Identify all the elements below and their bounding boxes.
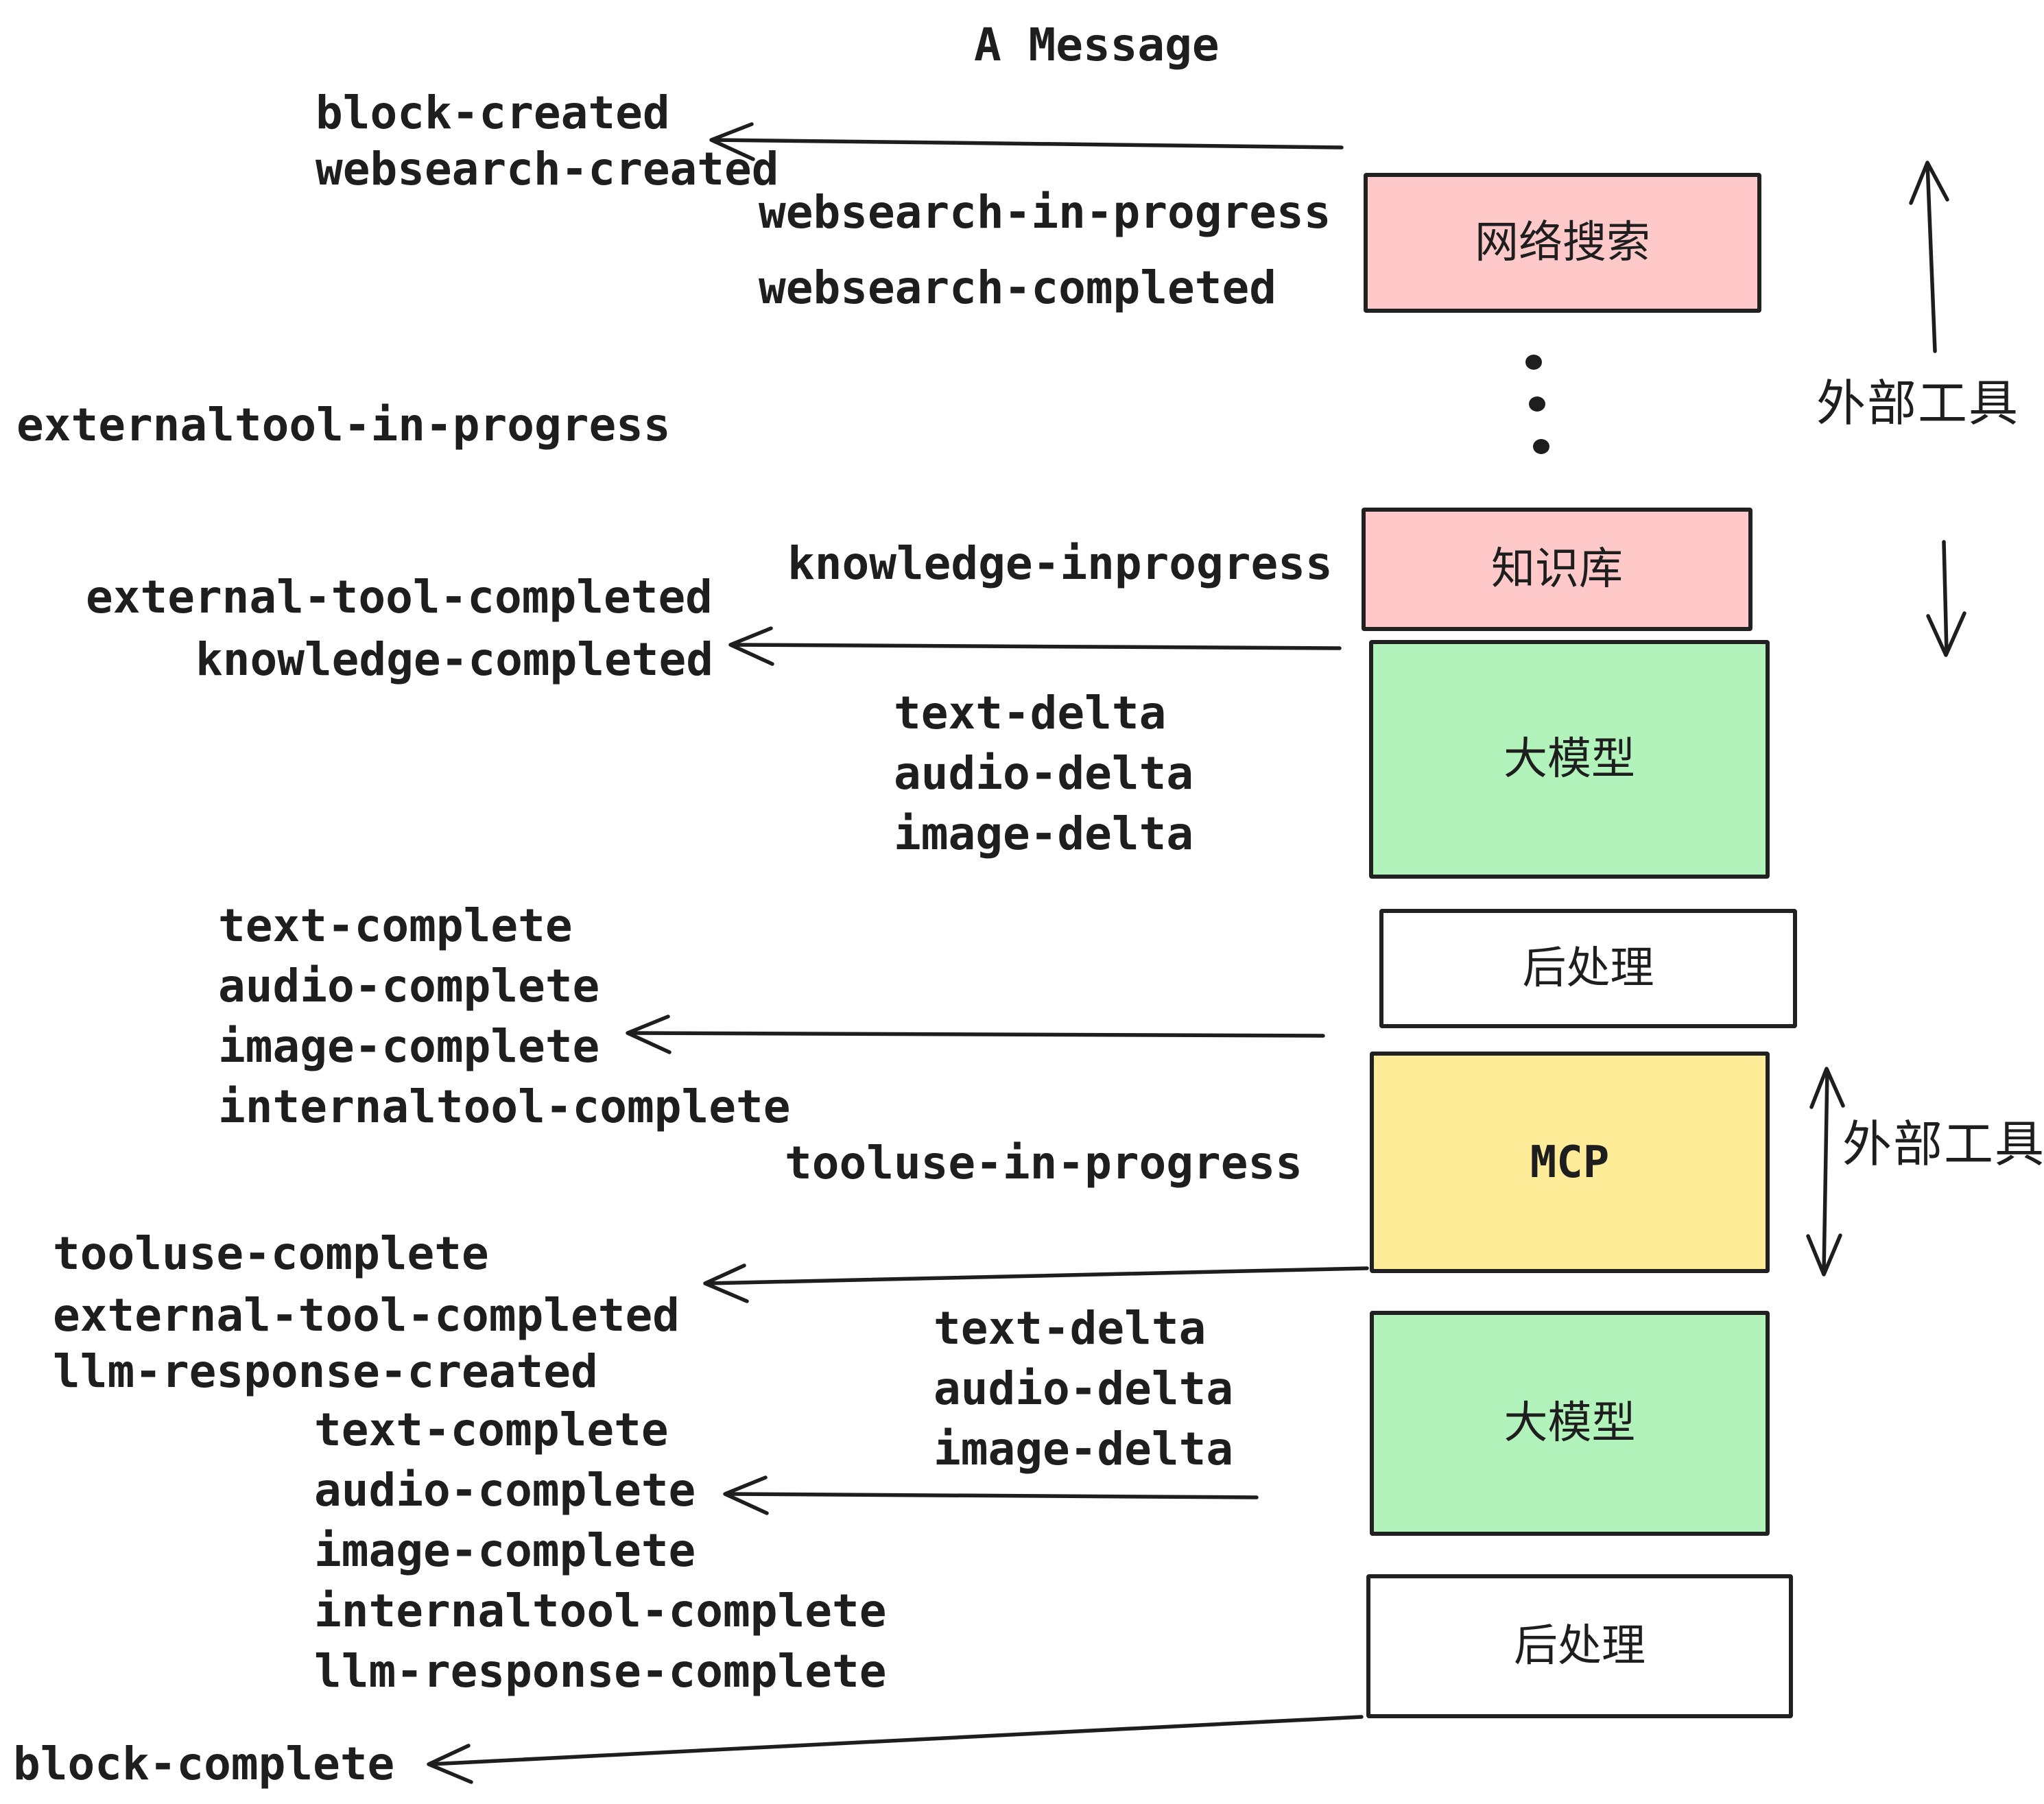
arrow-knowledge-completed [728, 626, 1342, 666]
ellipsis-dots [1525, 355, 1549, 454]
event-llm-response-created: llm-response-created [53, 1345, 598, 1398]
node-postprocess-1: 后处理 [1379, 909, 1797, 1028]
node-websearch-label: 网络搜索 [1475, 217, 1650, 268]
node-postprocess-2: 后处理 [1366, 1574, 1793, 1718]
node-knowledge: 知识库 [1362, 508, 1752, 631]
event-knowledge-inprogress: knowledge-inprogress [787, 537, 1333, 590]
event-websearch-in-progress: websearch-in-progress [759, 186, 1331, 239]
node-mcp: MCP [1370, 1052, 1770, 1273]
node-llm-1: 大模型 [1369, 640, 1770, 879]
node-llm-1-label: 大模型 [1504, 734, 1635, 785]
event-audio-complete-2: audio-complete [314, 1464, 696, 1517]
event-text-complete-1: text-complete [218, 899, 573, 952]
event-internaltool-complete-2: internaltool-complete [314, 1585, 887, 1637]
arrow-complete-1 [626, 1014, 1325, 1054]
event-block-created: block-created [316, 86, 670, 139]
event-websearch-created: websearch-created [316, 143, 779, 195]
external-tool-arrow-mid [1806, 1067, 1845, 1277]
event-audio-delta-2: audio-delta [934, 1362, 1234, 1415]
event-audio-delta-1: audio-delta [894, 747, 1194, 800]
event-internaltool-complete-1: internaltool-complete [218, 1080, 791, 1133]
external-tool-label-top: 外部工具 [1816, 375, 2020, 432]
event-llm-response-complete: llm-response-complete [314, 1645, 887, 1698]
event-image-delta-1: image-delta [894, 807, 1194, 860]
event-tooluse-complete: tooluse-complete [53, 1227, 489, 1280]
external-tool-label-mid: 外部工具 [1842, 1115, 2044, 1173]
event-image-delta-2: image-delta [934, 1423, 1234, 1475]
arrow-block-complete [427, 1715, 1364, 1784]
event-knowledge-completed: knowledge-completed [195, 633, 713, 686]
event-image-complete-2: image-complete [314, 1524, 696, 1577]
event-text-delta-1: text-delta [894, 687, 1167, 739]
node-postprocess-1-label: 后处理 [1522, 943, 1654, 994]
event-block-complete: block-complete [13, 1737, 395, 1790]
event-text-delta-2: text-delta [934, 1302, 1207, 1355]
node-postprocess-2-label: 后处理 [1514, 1621, 1645, 1672]
arrow-block-created [709, 122, 1344, 161]
arrow-tooluse-complete [703, 1263, 1369, 1303]
event-text-complete-2: text-complete [314, 1403, 669, 1456]
arrow-complete-2 [723, 1475, 1259, 1515]
diagram-title: A Message [974, 19, 1220, 71]
event-group-delta-2: text-delta audio-delta image-delta [934, 1298, 1233, 1480]
node-knowledge-label: 知识库 [1491, 544, 1623, 595]
event-group-delta-1: text-delta audio-delta image-delta [894, 683, 1193, 864]
event-group-complete-1: text-complete audio-complete image-compl… [218, 896, 790, 1137]
node-llm-2-label: 大模型 [1504, 1398, 1636, 1449]
external-tool-arrow-top [1909, 161, 1966, 657]
event-externaltool-in-progress: externaltool-in-progress [16, 399, 671, 451]
event-external-tool-completed-2: external-tool-completed [53, 1289, 680, 1342]
event-image-complete-1: image-complete [218, 1020, 600, 1073]
event-websearch-completed: websearch-completed [759, 261, 1276, 314]
node-websearch: 网络搜索 [1364, 173, 1761, 313]
event-external-tool-completed-1: external-tool-completed [86, 571, 713, 624]
node-mcp-label: MCP [1530, 1137, 1610, 1188]
node-llm-2: 大模型 [1370, 1311, 1770, 1536]
event-tooluse-in-progress: tooluse-in-progress [785, 1137, 1303, 1189]
event-group-complete-2: text-complete audio-complete image-compl… [314, 1400, 886, 1702]
event-audio-complete-1: audio-complete [218, 960, 600, 1012]
